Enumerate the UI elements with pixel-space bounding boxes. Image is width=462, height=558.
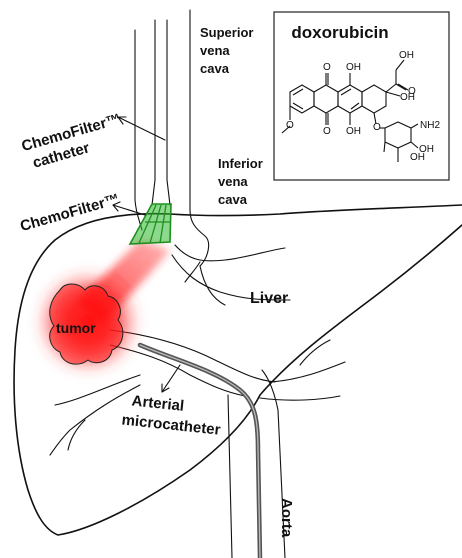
label-line: vena xyxy=(200,43,230,58)
atom-label: O xyxy=(323,62,331,73)
doxorubicin-structure-panel: doxorubicin xyxy=(274,12,449,180)
label-line: vena xyxy=(218,174,248,189)
label-liver: Liver xyxy=(250,290,288,307)
label-line: cava xyxy=(218,192,248,207)
label-tumor: tumor xyxy=(56,320,96,336)
hepatic-vessel-branch xyxy=(300,340,330,365)
label-line: Inferior xyxy=(218,156,263,171)
arterial-microcatheter-line xyxy=(140,345,260,558)
chemofilter-catheter-line xyxy=(167,20,170,205)
arrow-microcatheter xyxy=(162,365,180,392)
label-inferior-vena-cava: Inferior vena cava xyxy=(218,156,263,207)
label-chemofilter: ChemoFilter™ xyxy=(18,191,121,236)
label-arterial-microcatheter: Arterial microcatheter xyxy=(121,392,224,439)
label-line: Superior xyxy=(200,25,253,40)
arrow-catheter xyxy=(118,117,165,140)
atom-label: NH2 xyxy=(420,120,440,131)
molecule-title: doxorubicin xyxy=(291,23,388,42)
atom-label: OH xyxy=(346,126,361,137)
hepatic-vessel-branch xyxy=(175,245,285,261)
label-line: cava xyxy=(200,61,230,76)
atom-label: OH xyxy=(419,144,434,155)
hepatic-vessel-branch xyxy=(260,396,340,400)
hepatic-vessel-branch xyxy=(55,375,140,405)
hepatic-vessel-branch xyxy=(185,262,200,282)
label-line: microcatheter xyxy=(121,411,222,438)
aorta-wall-left xyxy=(228,395,232,558)
atom-label: O xyxy=(373,122,381,133)
hepatic-vessel-branch xyxy=(110,345,245,396)
atom-label: O xyxy=(323,126,331,137)
microcatheter-inner xyxy=(140,345,260,558)
label-aorta: Aorta xyxy=(278,498,295,538)
label-chemofilter-catheter: ChemoFilter™ catheter xyxy=(20,111,128,174)
label-line: Arterial xyxy=(131,392,185,414)
label-superior-vena-cava: Superior vena cava xyxy=(200,25,253,76)
atom-label: OH xyxy=(346,62,361,73)
chemofilter-catheter-line xyxy=(152,20,155,205)
atom-label: OH xyxy=(399,50,414,61)
atom-label: O xyxy=(408,86,416,97)
vena-cava-left-wall xyxy=(135,30,142,230)
atom-label: O xyxy=(286,120,294,131)
